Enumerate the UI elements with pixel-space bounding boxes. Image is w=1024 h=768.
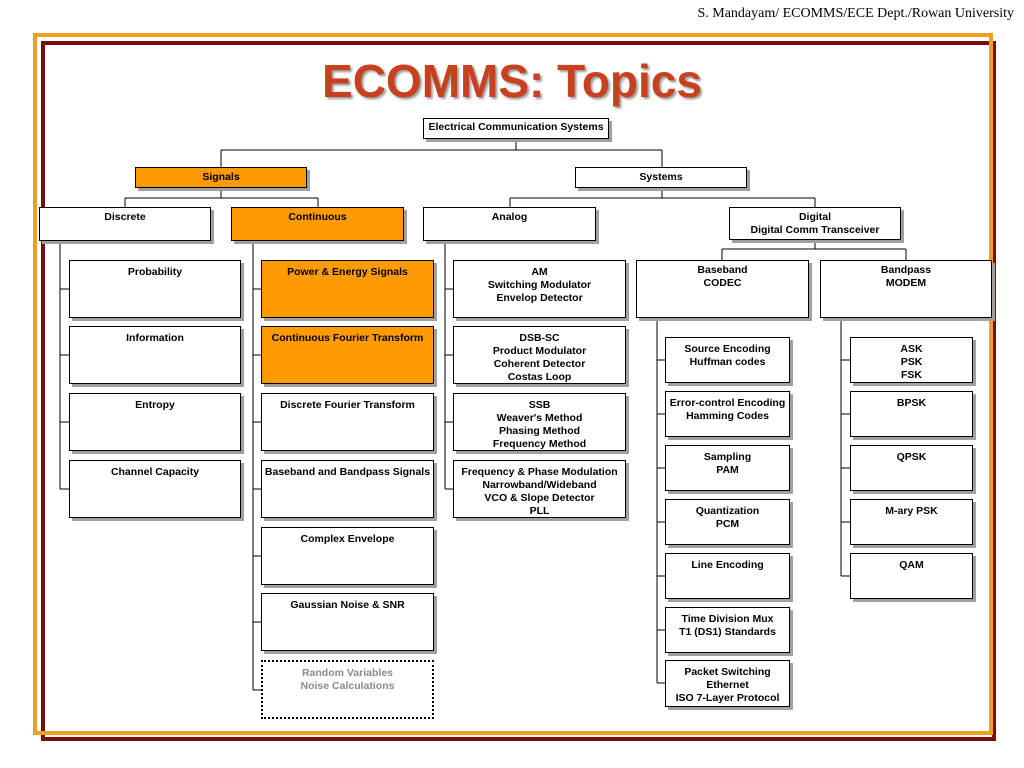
topic-power-energy-signals: Power & Energy Signals xyxy=(261,260,434,318)
slide-credit: S. Mandayam/ ECOMMS/ECE Dept./Rowan Univ… xyxy=(697,6,1014,21)
topic-line-encoding: Line Encoding xyxy=(665,553,790,599)
topic-ask-psk-fsk: ASK PSK FSK xyxy=(850,337,973,383)
node-discrete: Discrete xyxy=(39,207,211,241)
node-signals: Signals xyxy=(135,167,307,188)
topic-bpsk: BPSK xyxy=(850,391,973,437)
topic-baseband-bandpass-signals: Baseband and Bandpass Signals xyxy=(261,460,434,518)
topic-packet-switching: Packet Switching Ethernet ISO 7-Layer Pr… xyxy=(665,660,790,707)
topic-probability: Probability xyxy=(69,260,241,318)
topic-information: Information xyxy=(69,326,241,384)
node-systems: Systems xyxy=(575,167,747,188)
topic-discrete-fourier-transform: Discrete Fourier Transform xyxy=(261,393,434,451)
slide-frame-inner xyxy=(33,33,993,735)
topic-gaussian-noise-snr: Gaussian Noise & SNR xyxy=(261,593,434,651)
slide-frame-outer xyxy=(41,41,996,741)
topic-quantization: Quantization PCM xyxy=(665,499,790,545)
topic-random-variables: Random Variables Noise Calculations xyxy=(261,660,434,719)
topic-entropy: Entropy xyxy=(69,393,241,451)
topic-dsb-sc: DSB-SC Product Modulator Coherent Detect… xyxy=(453,326,626,384)
topic-continuous-fourier-transform: Continuous Fourier Transform xyxy=(261,326,434,384)
node-analog: Analog xyxy=(423,207,596,241)
topic-qpsk: QPSK xyxy=(850,445,973,491)
slide-title: ECOMMS: Topics xyxy=(322,55,702,107)
topic-sampling: Sampling PAM xyxy=(665,445,790,491)
topic-qam: QAM xyxy=(850,553,973,599)
topic-m-ary-psk: M-ary PSK xyxy=(850,499,973,545)
topic-ssb: SSB Weaver's Method Phasing Method Frequ… xyxy=(453,393,626,451)
topic-error-control-encoding: Error-control Encoding Hamming Codes xyxy=(665,391,790,437)
topic-source-encoding: Source Encoding Huffman codes xyxy=(665,337,790,383)
node-digital: Digital Digital Comm Transceiver xyxy=(729,207,901,240)
topic-time-division-mux: Time Division Mux T1 (DS1) Standards xyxy=(665,607,790,653)
node-continuous: Continuous xyxy=(231,207,404,241)
topic-am: AM Switching Modulator Envelop Detector xyxy=(453,260,626,318)
topic-channel-capacity: Channel Capacity xyxy=(69,460,241,518)
topic-fm-pm: Frequency & Phase Modulation Narrowband/… xyxy=(453,460,626,518)
node-bandpass: Bandpass MODEM xyxy=(820,260,992,318)
topic-complex-envelope: Complex Envelope xyxy=(261,527,434,585)
node-baseband: Baseband CODEC xyxy=(636,260,809,318)
node-root: Electrical Communication Systems xyxy=(423,118,609,139)
